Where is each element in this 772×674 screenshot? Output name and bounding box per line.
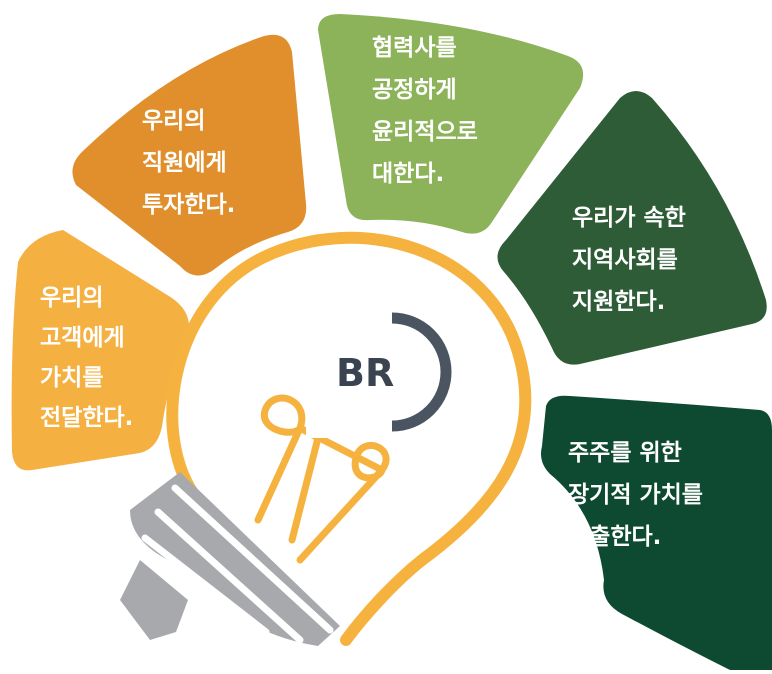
segment-employees-line-1: 우리의 (142, 108, 205, 134)
segment-partners-line-2: 공정하게 (372, 77, 457, 103)
segment-customers-line-3: 가치를 (40, 365, 103, 391)
logo-text: BR (336, 351, 394, 395)
segment-partners-label: 협력사를 공정하게 윤리적으로 대한다. (372, 35, 486, 187)
segment-shareholders-shape (541, 395, 772, 670)
segment-partners-line-4: 대한다. (372, 161, 444, 187)
segment-employees-line-3: 투자한다. (142, 192, 235, 218)
segment-community-line-2: 지역사회를 (572, 247, 678, 273)
logo-arc-icon (391, 312, 452, 432)
segment-employees-line-2: 직원에게 (142, 150, 227, 176)
light-bulb-icon (120, 231, 532, 646)
segment-employees-shape (72, 34, 307, 276)
segment-customers-line-4: 전달한다. (40, 405, 133, 431)
segment-employees: 우리의 직원에게 투자한다. (72, 34, 307, 276)
bulb-base-stripe-2 (154, 508, 304, 644)
bulb-base (120, 472, 340, 646)
segment-community: 우리가 속한 지역사회를 지원한다. (497, 91, 767, 365)
segment-shareholders-label: 주주를 위한 장기적 가치를 창출한다. (568, 440, 711, 550)
bulb-base-stripe-3 (141, 534, 270, 636)
segment-community-label: 우리가 속한 지역사회를 지원한다. (572, 205, 694, 315)
segment-partners-shape (318, 14, 584, 234)
bulb-tip (120, 560, 188, 640)
segment-community-line-3: 지원한다. (572, 289, 665, 315)
segment-customers-line-2: 고객에게 (40, 325, 125, 351)
segment-community-shape (497, 91, 767, 365)
segment-customers-line-1: 우리의 (40, 285, 103, 311)
segment-customers-label: 우리의 고객에게 가치를 전달한다. (40, 285, 133, 431)
bulb-base-stripe-1 (171, 484, 334, 634)
segment-shareholders-line-3: 창출한다. (568, 524, 661, 550)
bulb-glass-outline (166, 231, 532, 646)
segment-customers-shape (11, 230, 189, 471)
segment-customers: 우리의 고객에게 가치를 전달한다. (11, 230, 189, 471)
br-logo: BR (306, 306, 452, 438)
segment-shareholders: 주주를 위한 장기적 가치를 창출한다. (541, 395, 772, 670)
segment-shareholders-line-2: 장기적 가치를 (568, 482, 703, 508)
segment-shareholders-line-1: 주주를 위한 (568, 440, 682, 466)
segment-employees-label: 우리의 직원에게 투자한다. (142, 108, 235, 218)
segment-partners-line-3: 윤리적으로 (372, 119, 478, 145)
segment-partners-line-1: 협력사를 (372, 35, 457, 61)
bulb-base-shape (130, 472, 340, 646)
segment-community-line-1: 우리가 속한 (572, 205, 686, 231)
bulb-filament (254, 394, 390, 564)
segment-partners: 협력사를 공정하게 윤리적으로 대한다. (318, 14, 584, 234)
